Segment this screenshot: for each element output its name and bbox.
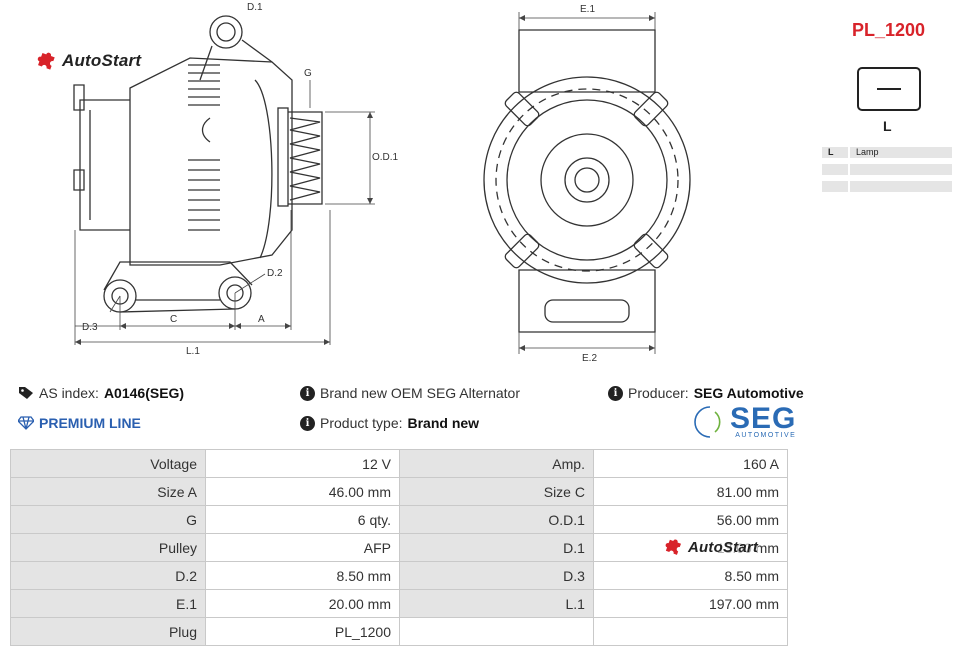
pin-row bbox=[822, 181, 952, 192]
label-d1: D.1 bbox=[247, 2, 263, 13]
alternator-side-drawing: D.1 G O.D.1 D.2 D.3 C A L.1 bbox=[73, 2, 399, 357]
plug-letter: L bbox=[883, 118, 892, 134]
jigsaw-puzzle-icon bbox=[37, 52, 55, 70]
jigsaw-puzzle-icon bbox=[665, 539, 681, 555]
seg-automotive-logo: SEG AUTOMOTIVE bbox=[688, 403, 796, 440]
alternator-front-drawing: E.1 E.2 bbox=[483, 4, 691, 364]
plug-icon bbox=[857, 67, 921, 111]
diamond-icon bbox=[18, 416, 34, 430]
autostart-logo: AutoStart bbox=[36, 50, 141, 72]
label-a: A bbox=[258, 314, 265, 325]
logo-text: AutoStart bbox=[62, 51, 142, 70]
label-od1: O.D.1 bbox=[372, 152, 399, 163]
watermark-logo: AutoStart bbox=[664, 537, 759, 557]
producer: i Producer:SEG Automotive bbox=[608, 385, 804, 401]
label-d3: D.3 bbox=[82, 322, 98, 333]
label-d2: D.2 bbox=[267, 268, 283, 279]
label-c: C bbox=[170, 314, 177, 325]
product-description: i Brand new OEM SEG Alternator bbox=[300, 385, 520, 401]
label-e2: E.2 bbox=[582, 353, 597, 364]
product-type: i Product type:Brand new bbox=[300, 415, 479, 431]
pin-row bbox=[822, 164, 952, 175]
plug-title: PL_1200 bbox=[852, 20, 926, 40]
as-index: AS index:A0146(SEG) bbox=[18, 385, 184, 401]
pin-row: L Lamp bbox=[822, 147, 952, 158]
info-icon: i bbox=[300, 415, 315, 431]
info-icon: i bbox=[300, 385, 315, 401]
label-l1: L.1 bbox=[186, 346, 200, 357]
plug-pin-table: L Lamp bbox=[822, 147, 952, 195]
label-g: G bbox=[304, 68, 312, 79]
info-icon: i bbox=[608, 385, 623, 401]
watermark-text: AutoStart bbox=[688, 538, 759, 556]
label-e1: E.1 bbox=[580, 4, 595, 15]
premium-line-badge[interactable]: PREMIUM LINE bbox=[18, 415, 141, 431]
tag-icon bbox=[19, 387, 33, 399]
seg-arc-icon bbox=[694, 406, 721, 438]
